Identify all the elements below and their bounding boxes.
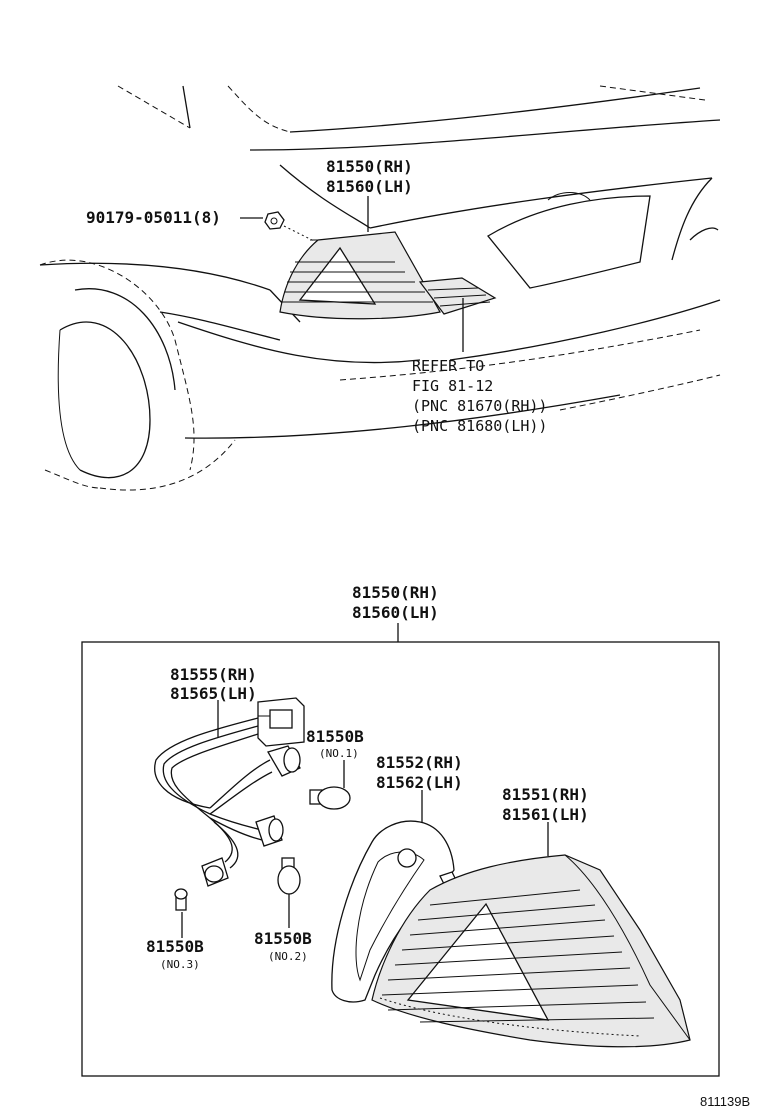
vehicle-rear-illustration <box>39 85 721 491</box>
nut-part-label: 90179-05011(8) <box>86 208 221 227</box>
refer-text-4: (PNC 81680(LH)) <box>412 417 547 435</box>
assy-label-lh: 81560(LH) <box>352 603 439 622</box>
refer-text-2: FIG 81-12 <box>412 377 493 395</box>
bulb-no2-icon <box>277 857 301 895</box>
gasket-label-lh: 81562(LH) <box>376 773 463 792</box>
lens-label-rh: 81551(RH) <box>502 785 589 804</box>
lens-housing-part <box>371 854 691 1048</box>
refer-text-3: (PNC 81670(RH)) <box>412 397 547 415</box>
bulb-no3-icon <box>174 888 188 911</box>
bulb2-sub-label: (NO.2) <box>268 950 308 963</box>
socket-wiring-harness <box>154 697 305 887</box>
bulb1-sub-label: (NO.1) <box>319 747 359 760</box>
socket-label-rh: 81555(RH) <box>170 665 257 684</box>
bulb-no1-icon <box>309 786 351 810</box>
lens-label-lh: 81561(LH) <box>502 805 589 824</box>
tail-lamp-installed <box>279 231 497 320</box>
lamp-label-rh: 81550(RH) <box>326 157 413 176</box>
nut-icon <box>264 211 317 243</box>
assy-label-rh: 81550(RH) <box>352 583 439 602</box>
gasket-label-rh: 81552(RH) <box>376 753 463 772</box>
gasket-part <box>331 820 459 1003</box>
refer-text-1: REFER TO <box>412 357 484 375</box>
bulb1-label: 81550B <box>306 727 364 746</box>
figure-code: 811139B <box>700 1094 750 1109</box>
bulb2-label: 81550B <box>254 929 312 948</box>
bulb3-sub-label: (NO.3) <box>160 958 200 971</box>
socket-label-lh: 81565(LH) <box>170 684 257 703</box>
lamp-label-lh: 81560(LH) <box>326 177 413 196</box>
bulb3-label: 81550B <box>146 937 204 956</box>
exploded-view-frame <box>81 641 720 1077</box>
